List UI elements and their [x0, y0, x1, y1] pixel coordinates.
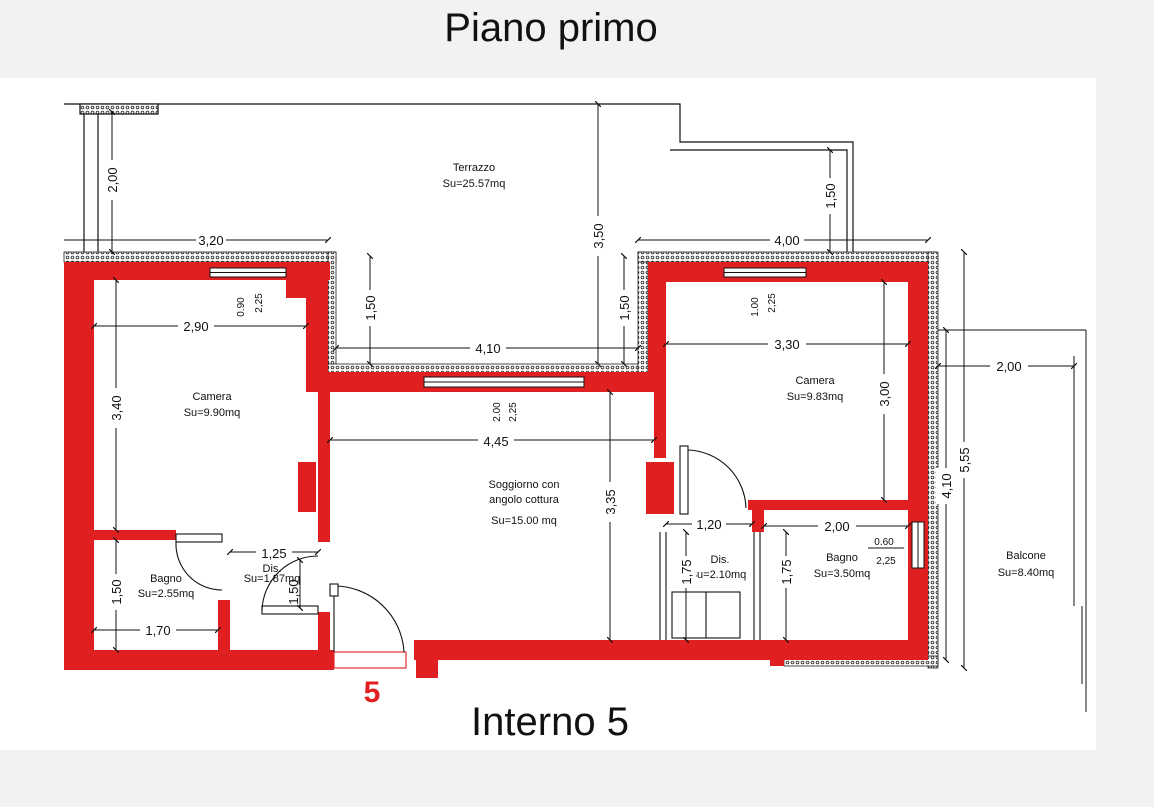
room-camera-left-name: Camera — [192, 391, 232, 403]
dim-camera-left-width: 2,90 — [183, 319, 208, 334]
room-camera-left-area: Su=9.90mq — [184, 407, 241, 419]
dim-terrazzo-height: 3,50 — [591, 223, 606, 248]
dim-left-width: 3,20 — [198, 233, 223, 248]
room-labels: Terrazzo Su=25.57mq Camera Su=9.90mq Cam… — [138, 162, 1055, 600]
dim-camera-right-width: 3,30 — [774, 337, 799, 352]
room-bagno-right-name: Bagno — [826, 552, 858, 564]
windows — [209, 267, 925, 569]
room-balcone-name: Balcone — [1006, 550, 1046, 562]
dim-right-top-depth: 1,50 — [823, 183, 838, 208]
dim-window-right-height: 2,25 — [767, 293, 778, 313]
floor-title: Piano primo — [444, 6, 658, 50]
dim-window-mid-sill: 2.00 — [492, 402, 503, 422]
dim-soggiorno-width: 4,45 — [483, 434, 508, 449]
dim-window-left-height: 2,25 — [254, 293, 265, 313]
dim-window-right-sill: 1.00 — [750, 297, 761, 317]
doors — [175, 445, 761, 669]
dim-recess-width: 4,10 — [475, 341, 500, 356]
room-dis-right-name: Dis. — [711, 554, 730, 566]
dim-recess-right: 1,50 — [617, 295, 632, 320]
dim-right-total-b: 5,55 — [957, 447, 972, 472]
dim-right-top-width: 4,00 — [774, 233, 799, 248]
dim-camera-left-height: 3,40 — [109, 395, 124, 420]
room-balcone-area: Su=8.40mq — [998, 567, 1055, 579]
room-dis-right-area: Su=2.10mq — [690, 569, 747, 581]
dim-bagno-right-height: 1,75 — [779, 559, 794, 584]
room-bagno-left-name: Bagno — [150, 573, 182, 585]
dim-terrazzo-depth: 2,00 — [105, 167, 120, 192]
room-terrazzo-area: Su=25.57mq — [443, 178, 506, 190]
room-soggiorno-area: Su=15.00 mq — [491, 515, 557, 527]
dim-camera-right-height: 3,00 — [877, 381, 892, 406]
dim-dis-right-height: 1,75 — [679, 559, 694, 584]
terrace-outline — [64, 103, 854, 258]
room-soggiorno-name-2: angolo cottura — [489, 494, 560, 506]
room-dis-left-name: Dis. — [263, 563, 282, 575]
balcony-outline — [938, 329, 1087, 712]
dim-bagno-right-width: 2,00 — [824, 519, 849, 534]
dim-bagno-window-height: 2,25 — [876, 556, 896, 567]
dim-window-left-sill: 0.90 — [236, 297, 247, 317]
dim-dis-left-height: 1,50 — [286, 579, 301, 604]
dim-recess-left: 1,50 — [363, 295, 378, 320]
room-camera-right-area: Su=9.83mq — [787, 391, 844, 403]
dimension-labels: 2,00 3,20 3,50 4,00 1,50 2,90 0.90 2,25 … — [102, 160, 1028, 638]
dim-window-mid-height: 2,25 — [508, 402, 519, 422]
dim-dis-width: 1,20 — [696, 517, 721, 532]
unit-number: 5 — [364, 676, 381, 709]
dim-soggiorno-height: 3,35 — [603, 489, 618, 514]
hatched-walls — [63, 251, 939, 669]
room-soggiorno-name: Soggiorno con — [489, 479, 560, 491]
dim-bagno-window-sill: 0.60 — [874, 537, 894, 548]
room-dis-left-area: Su=1.87mq — [244, 573, 301, 585]
dim-bagno-left-height: 1,50 — [109, 579, 124, 604]
room-bagno-right-area: Su=3.50mq — [814, 568, 871, 580]
dim-right-total-a: 4,10 — [939, 473, 954, 498]
room-bagno-left-area: Su=2.55mq — [138, 588, 195, 600]
dim-balcone-width: 2,00 — [996, 359, 1021, 374]
dim-bagno-left-width: 1,70 — [145, 623, 170, 638]
room-camera-right-name: Camera — [795, 375, 835, 387]
dim-dis-left-width: 1,25 — [261, 546, 286, 561]
unit-title: Interno 5 — [471, 700, 629, 744]
room-terrazzo-name: Terrazzo — [453, 162, 495, 174]
